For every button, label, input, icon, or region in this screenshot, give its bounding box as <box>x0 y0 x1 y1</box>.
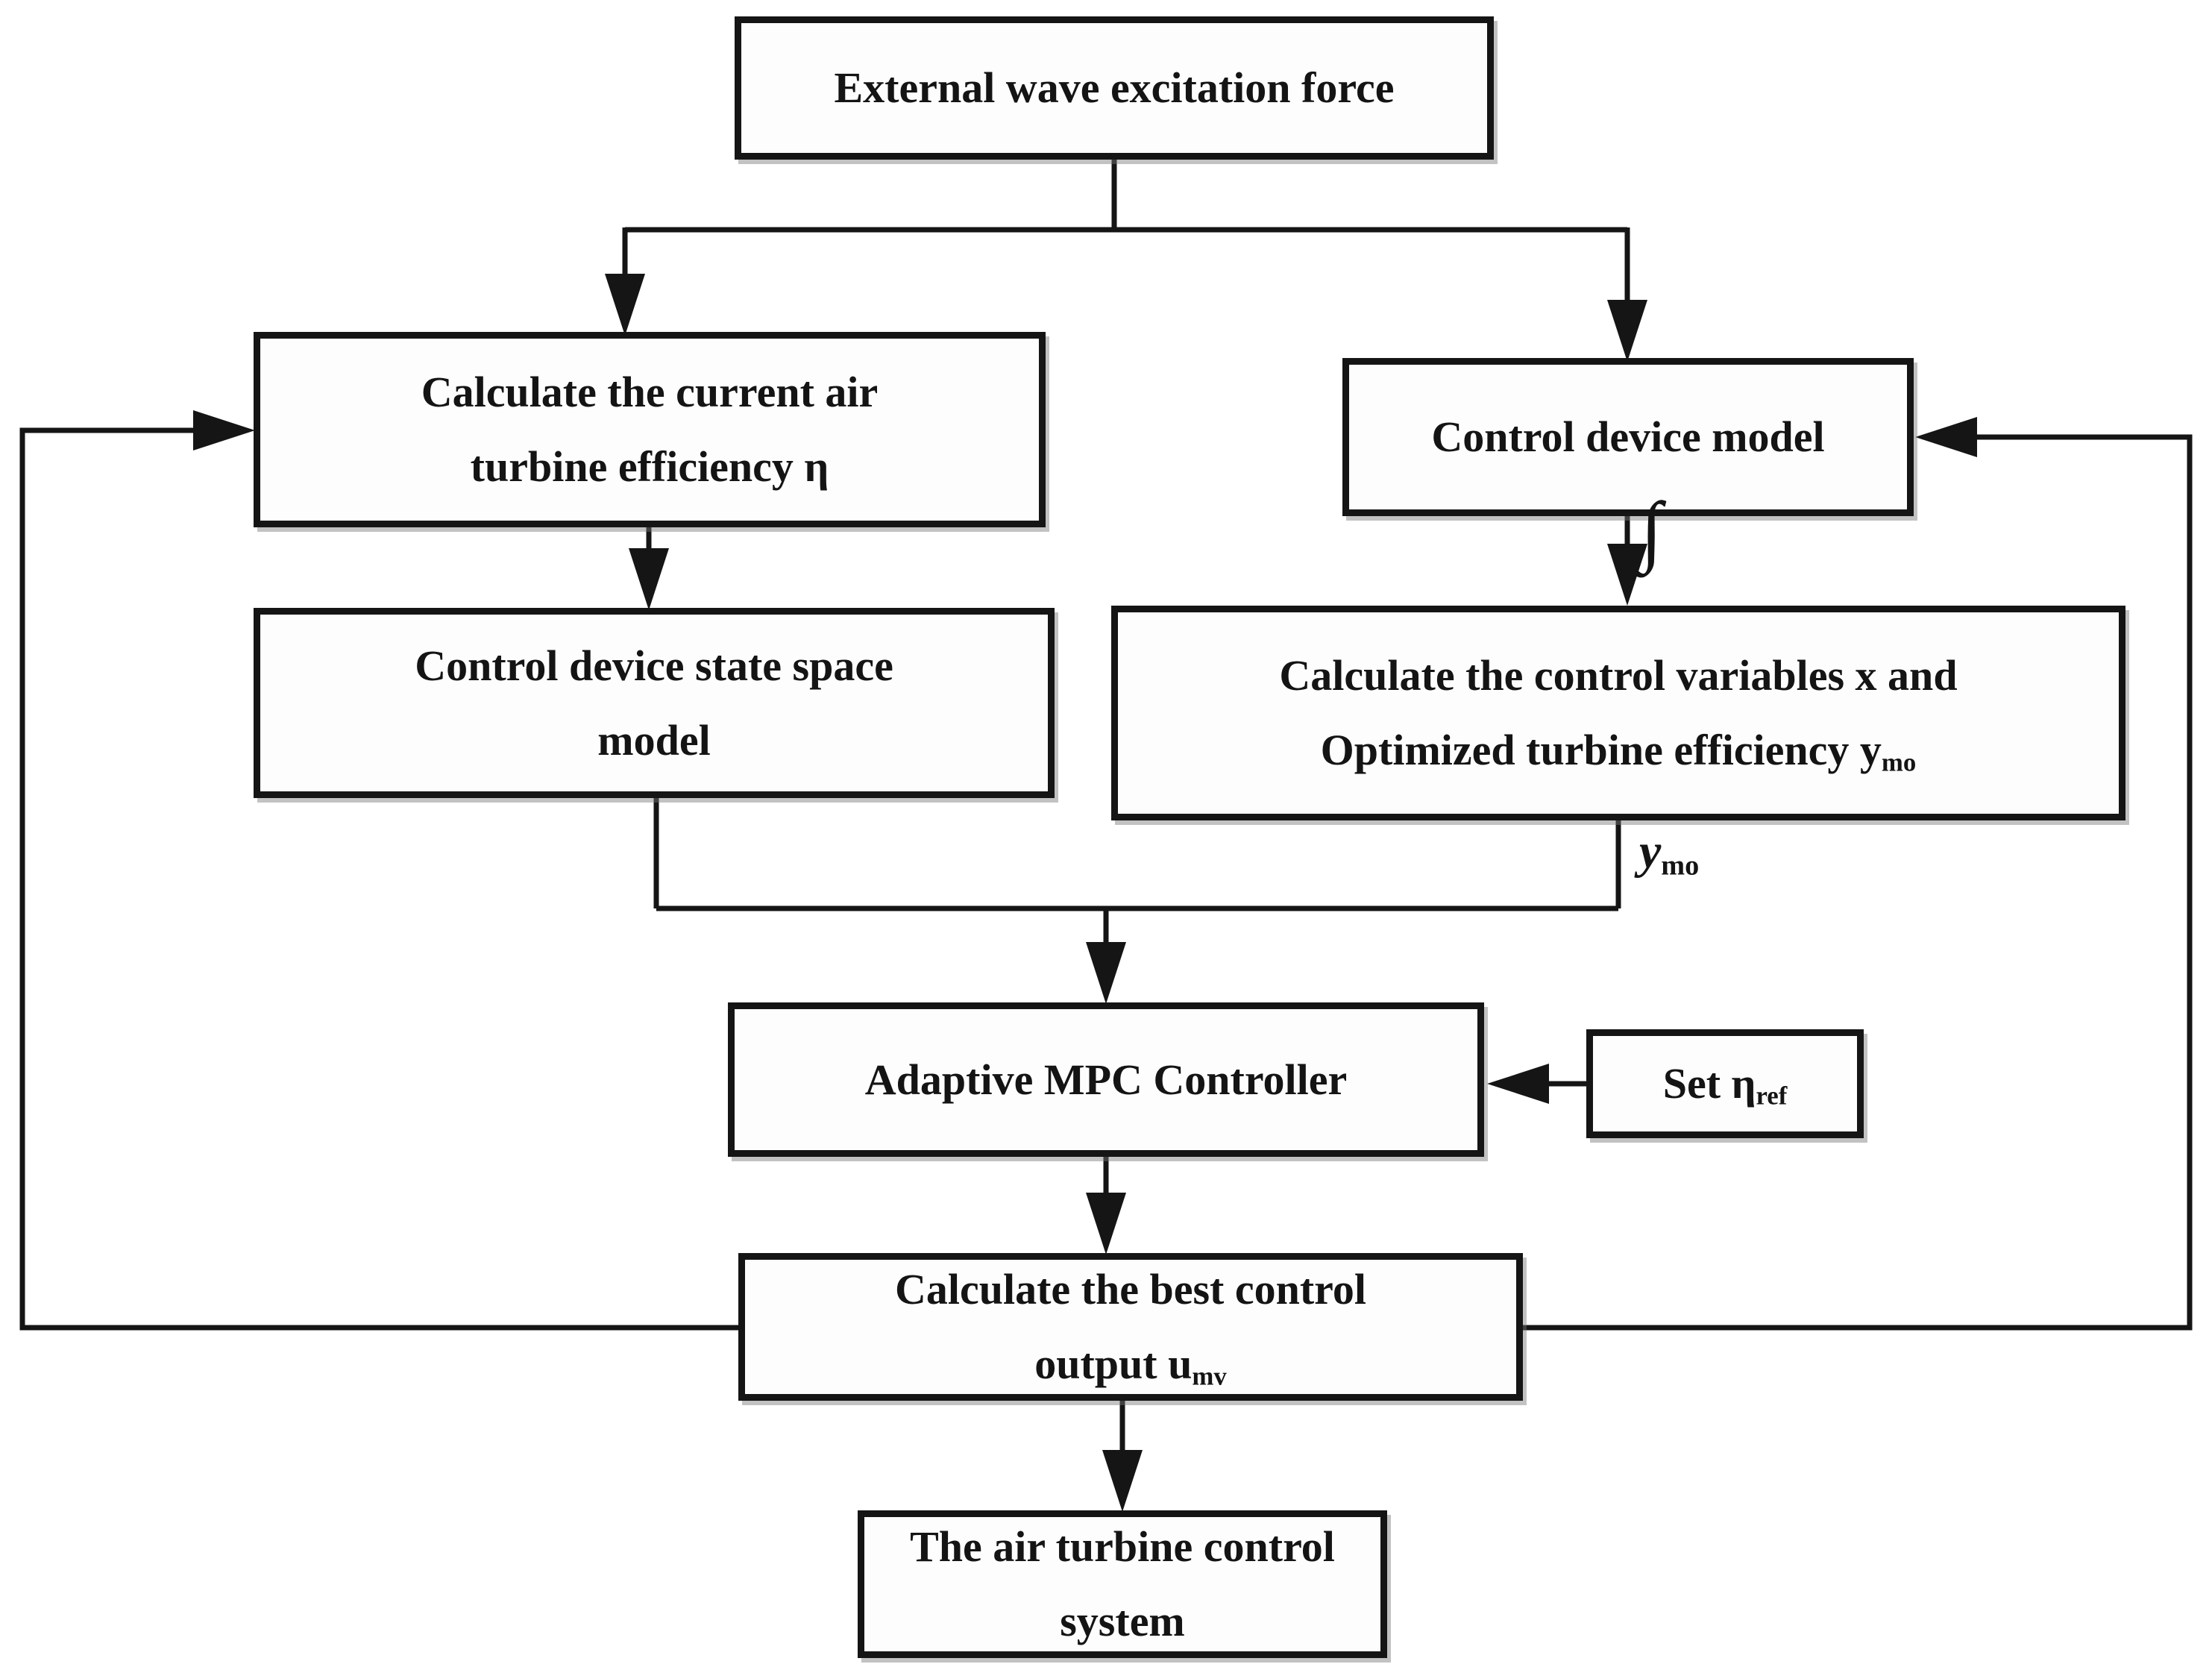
box-label-line2: model <box>597 715 711 765</box>
box-label-main: Set η <box>1662 1059 1756 1108</box>
box-label: Control device model <box>1431 412 1825 462</box>
arrowhead-down <box>1086 942 1126 1004</box>
subscript-mo: mo <box>1881 747 1917 777</box>
edge-feedback-left <box>19 410 740 1331</box>
box-label-line2: system <box>1060 1597 1185 1645</box>
arrowhead-right <box>193 410 255 451</box>
box-label: External wave excitation force <box>834 63 1395 113</box>
edge-feedback-right <box>1521 417 2193 1331</box>
arrowhead-down <box>605 274 645 336</box>
arrow-branch-to-control-device <box>1607 227 1647 362</box>
box-label: Adaptive MPC Controller <box>864 1055 1348 1104</box>
box-label-line2-main: Optimized turbine efficiency y <box>1320 726 1882 774</box>
edge-label-ymo-main: y <box>1639 824 1662 879</box>
box-set-eta-ref: Set ηref <box>1586 1029 1864 1138</box>
arrowhead-down <box>1607 544 1647 606</box>
box-label-line1: The air turbine control <box>910 1522 1335 1572</box>
arrow-merge-to-mpc <box>1086 906 1126 1004</box>
arrow-branch-to-efficiency <box>605 227 645 336</box>
box-label-line1: Control device state space <box>415 641 893 690</box>
arrowhead-left <box>1915 417 1977 457</box>
box-label-line2-main: output u <box>1034 1340 1193 1388</box>
arrow-setref-to-mpc <box>1487 1064 1586 1104</box>
box-label-line2: turbine efficiency η <box>470 442 829 491</box>
arrow-best-output-to-air-turbine <box>1102 1399 1143 1512</box>
box-control-device-state-space: Control device state space model <box>254 608 1055 798</box>
box-adaptive-mpc-controller: Adaptive MPC Controller <box>728 1002 1484 1157</box>
box-external-wave-force: External wave excitation force <box>735 16 1494 160</box>
box-label-line1: Calculate the control variables x and <box>1279 651 1958 700</box>
box-label-line1: Calculate the current air <box>421 368 879 417</box>
arrowhead-down <box>629 548 669 610</box>
integral-symbol: ∫ <box>1641 486 1663 574</box>
subscript-mo: mo <box>1661 850 1700 882</box>
arrowhead-left <box>1487 1064 1549 1104</box>
arrowhead-down <box>1102 1450 1143 1512</box>
arrow-control-device-to-calc-variables <box>1607 515 1647 606</box>
arrowhead-down <box>1607 300 1647 362</box>
subscript-mv: mv <box>1192 1361 1227 1391</box>
box-label-line2: Optimized turbine efficiency ymo <box>1321 713 1917 788</box>
subscript-ref: ref <box>1756 1081 1788 1111</box>
arrow-mpc-to-best-output <box>1086 1155 1126 1255</box>
box-control-device-model: Control device model <box>1342 358 1914 516</box>
box-label-line1: Calculate the best control <box>895 1265 1366 1314</box>
box-calc-control-variables: Calculate the control variables x and Op… <box>1111 606 2125 820</box>
arrow-efficiency-to-state-space <box>629 526 669 610</box>
edge-label-ymo: ymo <box>1639 824 1700 882</box>
arrowhead-down <box>1086 1193 1126 1255</box>
box-label-line2: output umv <box>1034 1327 1227 1401</box>
box-label: Set ηref <box>1663 1046 1788 1121</box>
box-calc-best-control-output: Calculate the best control output umv <box>738 1253 1523 1401</box>
box-calc-current-efficiency: Calculate the current air turbine effici… <box>254 332 1046 527</box>
box-air-turbine-control-system: The air turbine control system <box>858 1510 1387 1658</box>
